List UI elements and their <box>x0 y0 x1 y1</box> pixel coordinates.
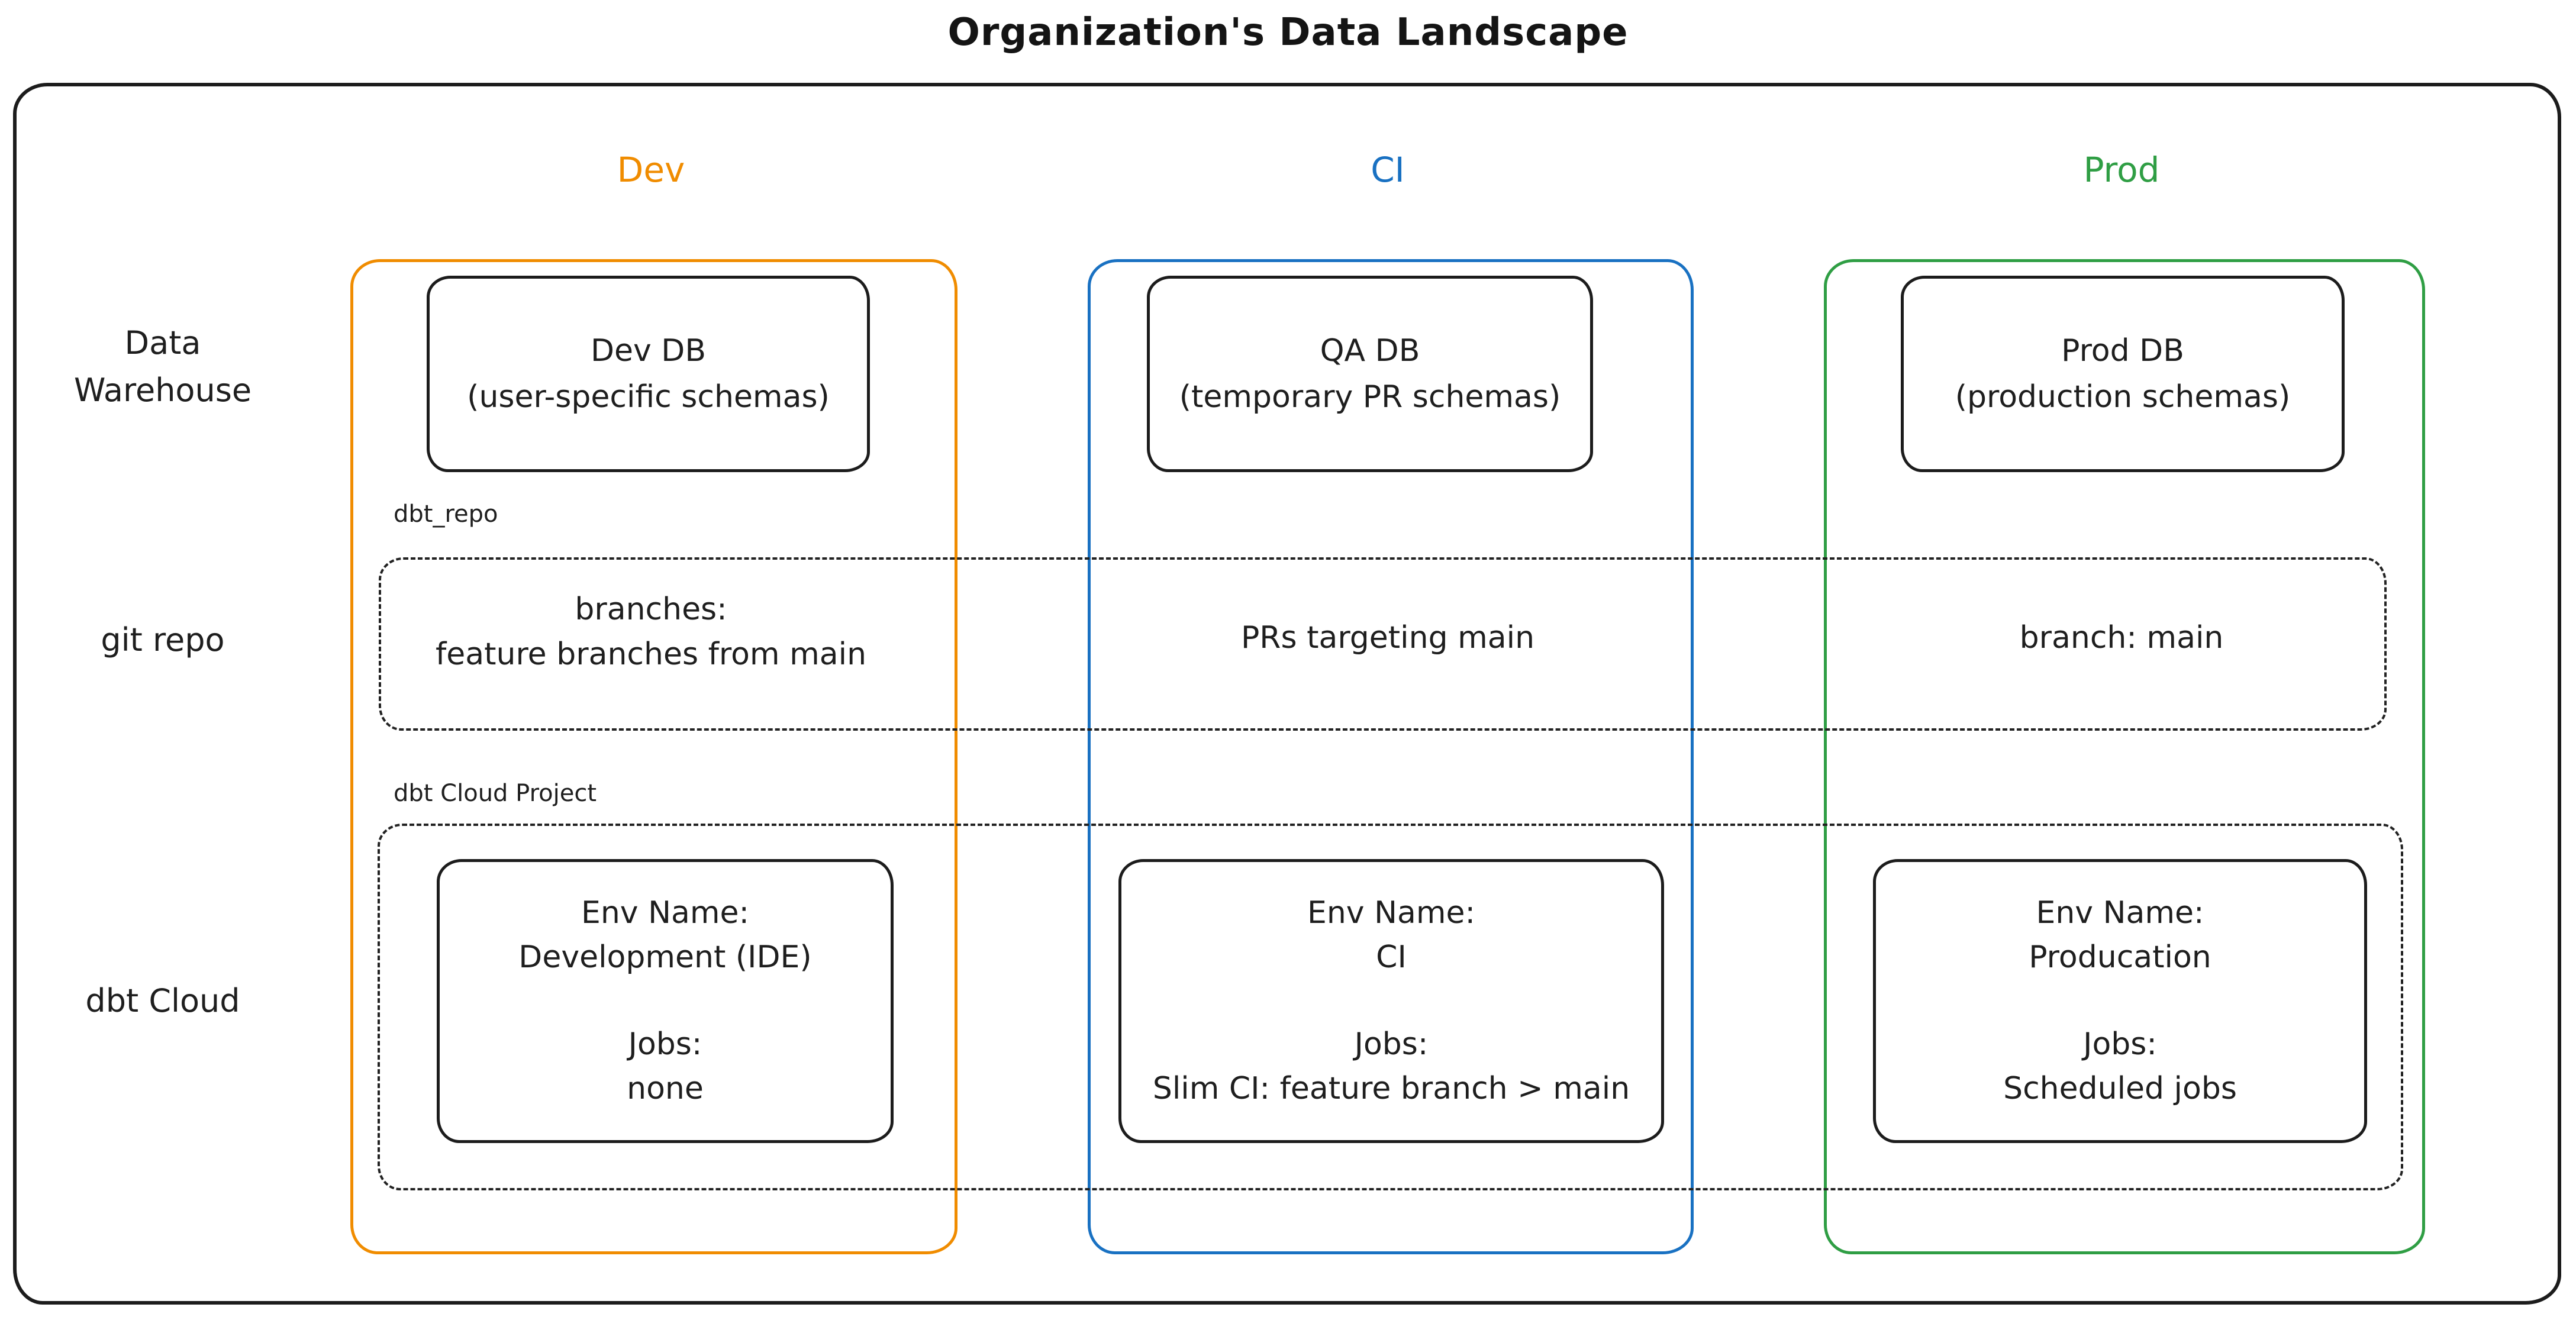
dev-env-box: Env Name: Development (IDE) Jobs: none <box>437 859 894 1143</box>
row-label-git-repo: git repo <box>101 621 225 658</box>
dev-env-label: Env Name: <box>581 895 750 931</box>
dev-db-name: Dev DB <box>590 333 707 369</box>
ci-env-name: CI <box>1376 940 1407 975</box>
git-band-cell-ci: PRs targeting main <box>1240 620 1535 656</box>
dev-env-jobs-label: Jobs: <box>628 1027 702 1062</box>
cloud-band-label: dbt Cloud Project <box>394 780 597 807</box>
landscape-outer-frame <box>13 83 2561 1305</box>
ci-env-jobs-label: Jobs: <box>1354 1027 1429 1062</box>
qa-db-name: QA DB <box>1320 333 1420 369</box>
column-box-ci <box>1088 259 1694 1254</box>
qa-db-detail: (temporary PR schemas) <box>1179 379 1561 415</box>
row-label-data-warehouse-line1: Data <box>124 324 201 361</box>
git-repo-band <box>379 557 2387 731</box>
dev-db-detail: (user-specific schemas) <box>467 379 830 415</box>
git-band-label: dbt_repo <box>394 501 498 528</box>
row-label-dbt-cloud: dbt Cloud <box>85 982 240 1019</box>
prod-db-detail: (production schemas) <box>1955 379 2291 415</box>
row-label-data-warehouse: Data Warehouse <box>33 319 293 414</box>
prod-env-label: Env Name: <box>2036 895 2204 931</box>
ci-env-box: Env Name: CI Jobs: Slim CI: feature bran… <box>1118 859 1664 1143</box>
git-band-cell-dev-line2: feature branches from main <box>435 637 867 672</box>
diagram-title: Organization's Data Landscape <box>947 11 1629 54</box>
ci-env-label: Env Name: <box>1307 895 1476 931</box>
dbt-cloud-band <box>378 824 2403 1190</box>
column-box-prod <box>1824 259 2425 1254</box>
ci-env-jobs-value: Slim CI: feature branch > main <box>1152 1071 1630 1106</box>
column-box-dev <box>350 259 957 1254</box>
prod-db-name: Prod DB <box>2061 333 2184 369</box>
git-band-cell-dev: branches: feature branches from main <box>379 587 923 677</box>
prod-db-box: Prod DB (production schemas) <box>1901 276 2345 472</box>
column-header-prod: Prod <box>2083 150 2160 190</box>
column-header-dev: Dev <box>617 150 685 190</box>
dev-db-box: Dev DB (user-specific schemas) <box>427 276 870 472</box>
row-label-data-warehouse-line2: Warehouse <box>73 372 252 409</box>
dev-env-name: Development (IDE) <box>518 940 812 975</box>
qa-db-box: QA DB (temporary PR schemas) <box>1147 276 1593 472</box>
git-band-cell-prod: branch: main <box>2019 620 2224 656</box>
git-band-cell-dev-line1: branches: <box>575 592 727 627</box>
prod-env-jobs-value: Scheduled jobs <box>2003 1071 2237 1106</box>
prod-env-box: Env Name: Producation Jobs: Scheduled jo… <box>1873 859 2367 1143</box>
prod-env-name: Producation <box>2029 940 2211 975</box>
dev-env-jobs-value: none <box>627 1071 704 1106</box>
prod-env-jobs-label: Jobs: <box>2083 1027 2157 1062</box>
column-header-ci: CI <box>1371 150 1405 190</box>
